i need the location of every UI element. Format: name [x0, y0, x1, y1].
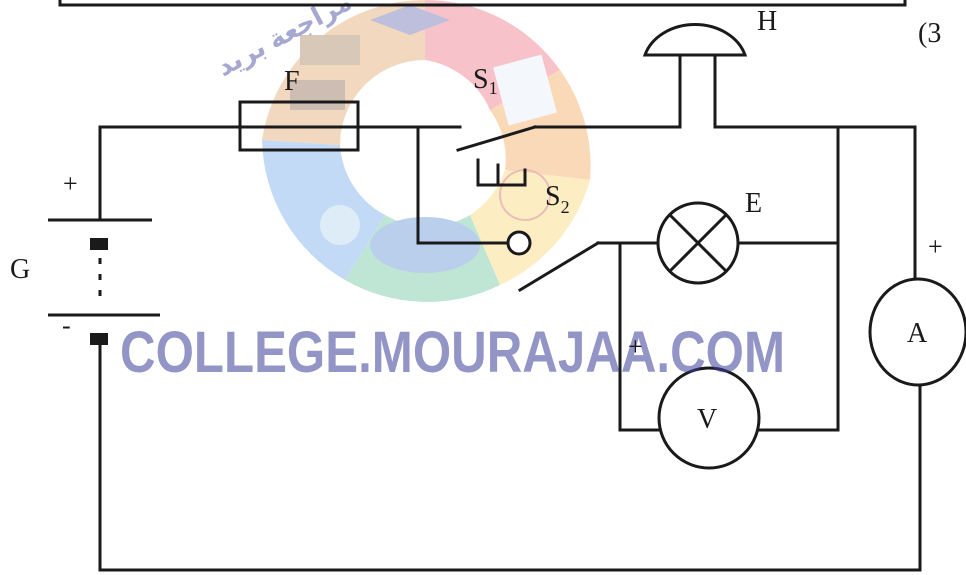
switch-s2-terminal	[506, 230, 532, 256]
lamp-symbol	[656, 201, 740, 285]
label-ammeter-plus: +	[928, 232, 943, 261]
horn-symbol	[642, 23, 748, 57]
watermark-globe-icon	[370, 217, 480, 273]
question-number: (3	[918, 18, 941, 49]
label-horn: H	[757, 6, 777, 37]
watermark-ring-green	[345, 215, 500, 302]
label-voltmeter: V	[697, 404, 717, 435]
wire-inner-right	[758, 125, 840, 432]
label-switch-2: S2	[545, 181, 570, 217]
switch-s2-blade	[517, 240, 601, 293]
label-ammeter: A	[907, 318, 928, 349]
watermark-ring-orange	[262, 0, 425, 145]
label-generator: G	[10, 254, 30, 285]
label-switch-1-letter: S	[473, 64, 489, 95]
wire-switch-to-horn	[533, 53, 682, 129]
watermark-books-icon	[290, 80, 345, 110]
watermark-logo	[262, 0, 591, 302]
wire-s1-to-s2	[416, 125, 510, 245]
label-lamp: E	[745, 188, 762, 219]
switch-s1-hook	[476, 158, 527, 187]
watermark-site-text: COLLEGE.MOURAJAA.COM	[120, 320, 785, 385]
wire-top-left	[98, 125, 242, 222]
wire-voltmeter-left	[618, 241, 660, 432]
watermark-flask-icon	[320, 205, 360, 245]
ammeter-circle	[868, 277, 966, 387]
watermark-ring-blue	[262, 140, 385, 280]
watermark-book-icon	[300, 35, 360, 65]
label-fuse: F	[284, 66, 300, 97]
label-switch-2-letter: S	[545, 181, 561, 212]
watermark-ring-yellow	[470, 170, 590, 285]
watermark-paper-icon	[493, 54, 557, 126]
label-switch-2-sub: 2	[561, 197, 570, 217]
wire-bottom-left	[98, 338, 922, 572]
wire-horn-right	[713, 53, 917, 282]
circuit-wires	[58, 0, 922, 572]
label-switch-1: S1	[473, 64, 498, 98]
label-generator-minus: -	[62, 311, 71, 340]
switch-s1-blade	[456, 125, 537, 152]
watermark-ring-red	[425, 0, 560, 110]
watermark-ring-pink	[490, 70, 591, 180]
voltmeter-circle	[657, 366, 761, 470]
label-switch-1-sub: 1	[489, 78, 498, 98]
generator-symbol	[48, 218, 160, 345]
label-voltmeter-plus: +	[628, 332, 643, 361]
label-generator-plus: +	[63, 169, 78, 198]
watermark-cap-icon	[370, 5, 450, 35]
